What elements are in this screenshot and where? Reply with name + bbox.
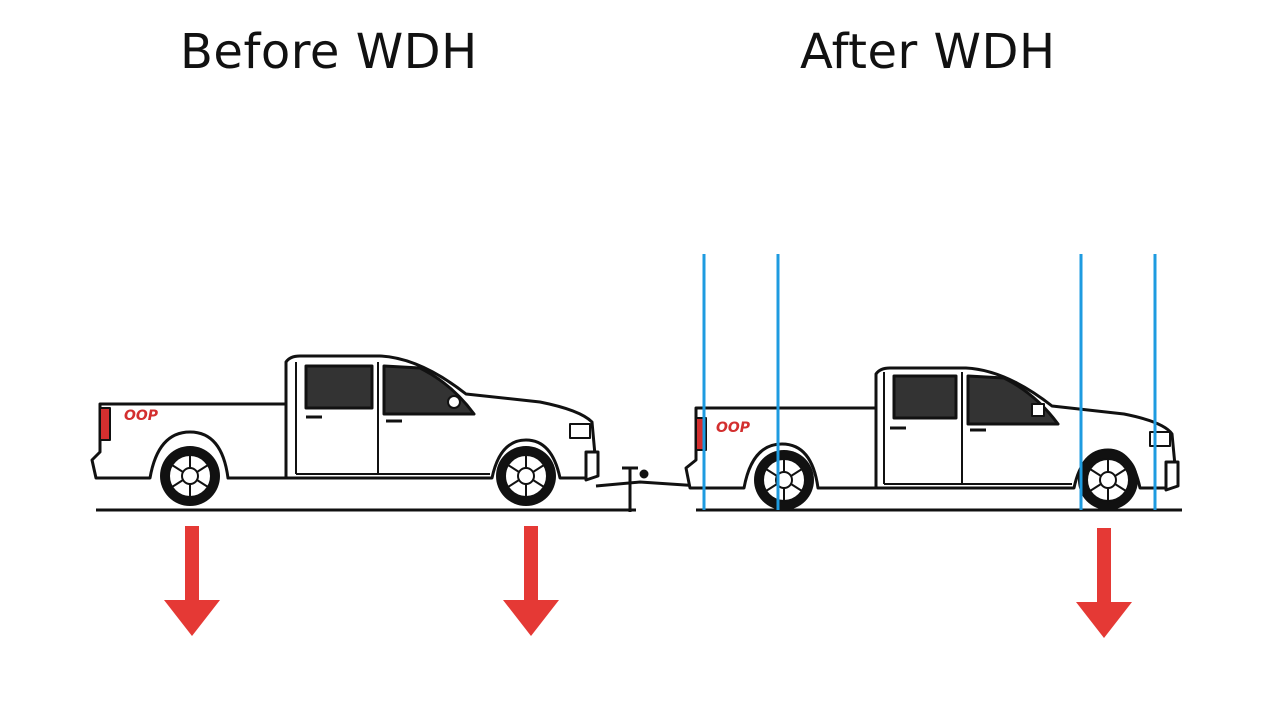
pickup-truck-icon <box>684 366 1180 492</box>
before-rear-wheel <box>159 445 221 507</box>
after-wdh-title: After WDH <box>800 24 1056 80</box>
before-front-wheel <box>495 445 557 507</box>
after-front-wheel <box>1077 449 1139 511</box>
hitch-jack <box>595 466 701 512</box>
arrow-down-icon <box>164 526 220 636</box>
arrow-down-icon <box>503 526 559 636</box>
after-rear-wheel <box>753 449 815 511</box>
before-wdh-title: Before WDH <box>180 24 478 80</box>
pickup-truck-icon <box>90 354 600 482</box>
level-guide-lines <box>702 254 1157 510</box>
after-truck: OOP <box>684 366 1182 512</box>
arrow-down-icon <box>1076 528 1132 638</box>
before-truck: OOP <box>90 354 701 512</box>
truck-logo-before: OOP <box>124 408 159 424</box>
truck-logo-after: OOP <box>716 420 751 436</box>
